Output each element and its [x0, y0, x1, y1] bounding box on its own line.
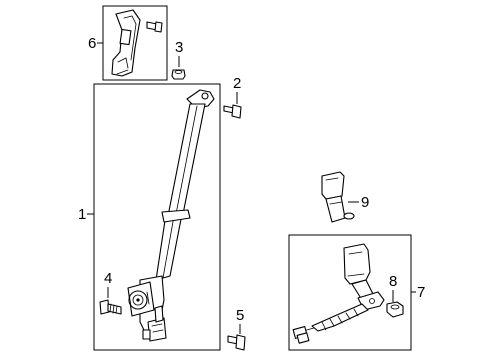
callout-2: 2	[233, 75, 241, 92]
bolt-5	[227, 334, 246, 351]
callout-6: 6	[88, 35, 96, 52]
buckle-9	[321, 171, 355, 223]
callout-7: 7	[417, 284, 425, 301]
buckle-assembly-7	[292, 243, 385, 344]
bolt-4	[99, 299, 122, 315]
group-box-1	[93, 83, 221, 351]
bolt-2	[223, 104, 242, 119]
height-adjuster-bracket	[111, 9, 141, 77]
callout-4: 4	[104, 270, 112, 287]
callout-1: 1	[78, 206, 86, 223]
callout-9: 9	[361, 194, 369, 211]
seat-belt-retractor-assembly	[127, 89, 215, 342]
adjuster-bolt	[146, 21, 163, 33]
callout-8: 8	[389, 273, 397, 290]
callout-5: 5	[236, 307, 244, 324]
nut-8	[386, 301, 404, 318]
nut-3	[171, 69, 186, 80]
callout-3: 3	[175, 39, 183, 56]
